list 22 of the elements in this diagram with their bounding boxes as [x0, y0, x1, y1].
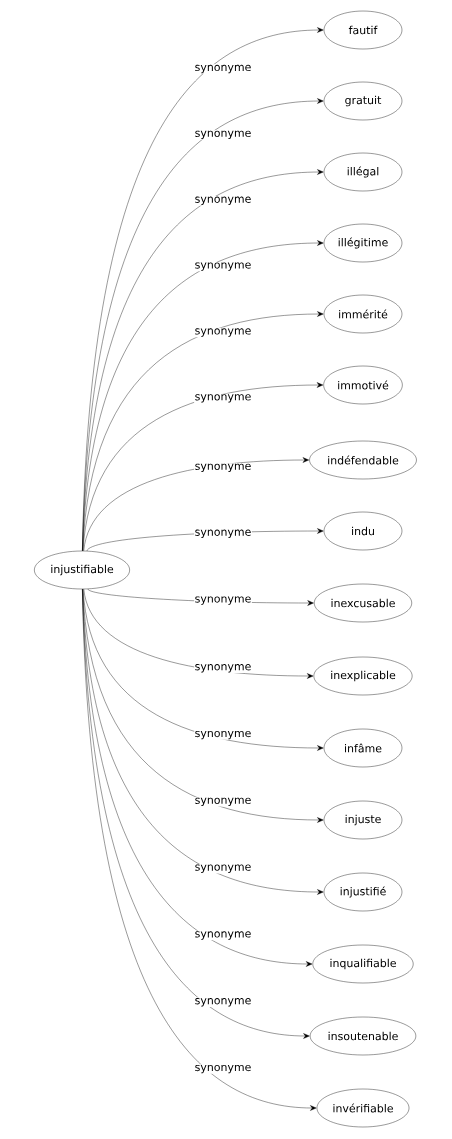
arrow — [82, 589, 324, 823]
edge-label: synonyme — [194, 393, 252, 404]
edge-label: synonyme — [194, 1064, 252, 1074]
edge-label: synonyme — [194, 797, 252, 807]
edge-label: synonyme — [194, 261, 252, 272]
arrow — [83, 589, 314, 679]
edge-label: synonyme — [194, 196, 252, 206]
edge-label: synonyme — [194, 529, 252, 539]
edge-label: synonyme — [194, 327, 252, 338]
edge-label: synonyme — [194, 663, 252, 673]
edge-label: synonyme — [194, 997, 252, 1007]
arrow — [82, 589, 317, 1111]
arrow — [82, 589, 324, 751]
edge-label: synonyme — [194, 64, 252, 74]
edge-label: synonyme — [194, 130, 252, 140]
edge-label: synonyme — [194, 595, 252, 606]
edge-label: synonyme — [194, 930, 252, 941]
edge-label: synonyme — [194, 463, 252, 473]
edge-label: synonyme — [194, 730, 252, 740]
arrow — [82, 311, 324, 551]
arrow — [82, 382, 324, 551]
edge-label: synonyme — [194, 864, 252, 874]
